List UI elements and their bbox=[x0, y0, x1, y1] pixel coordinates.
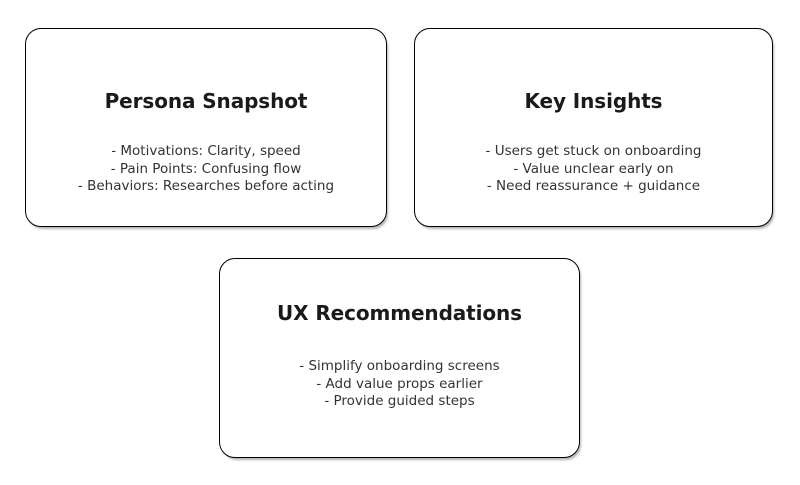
card-ux-recommendations[interactable]: UX Recommendations - Simplify onboarding… bbox=[219, 258, 580, 458]
card-ux-recommendations-body: - Simplify onboarding screens - Add valu… bbox=[299, 358, 499, 411]
list-item: - Behaviors: Researches before acting bbox=[77, 178, 335, 194]
list-item: - Value unclear early on bbox=[513, 160, 674, 177]
list-item: - Pain Points: Confusing flow bbox=[110, 160, 302, 177]
list-item: - Users get stuck on onboarding bbox=[485, 143, 702, 159]
list-item: - Provide guided steps bbox=[324, 393, 475, 409]
card-persona-snapshot-title: Persona Snapshot bbox=[104, 89, 308, 113]
card-key-insights-body: - Users get stuck on onboarding - Value … bbox=[486, 143, 702, 196]
list-item: - Motivations: Clarity, speed bbox=[111, 143, 301, 159]
list-item: - Simplify onboarding screens bbox=[299, 358, 500, 374]
card-persona-snapshot[interactable]: Persona Snapshot - Motivations: Clarity,… bbox=[25, 28, 387, 227]
card-key-insights-title: Key Insights bbox=[524, 89, 663, 113]
card-persona-snapshot-body: - Motivations: Clarity, speed - Pain Poi… bbox=[78, 143, 334, 196]
list-item: - Need reassurance + guidance bbox=[486, 178, 701, 194]
card-key-insights[interactable]: Key Insights - Users get stuck on onboar… bbox=[414, 28, 773, 227]
list-item: - Add value props earlier bbox=[316, 375, 483, 392]
card-ux-recommendations-title: UX Recommendations bbox=[277, 301, 522, 325]
